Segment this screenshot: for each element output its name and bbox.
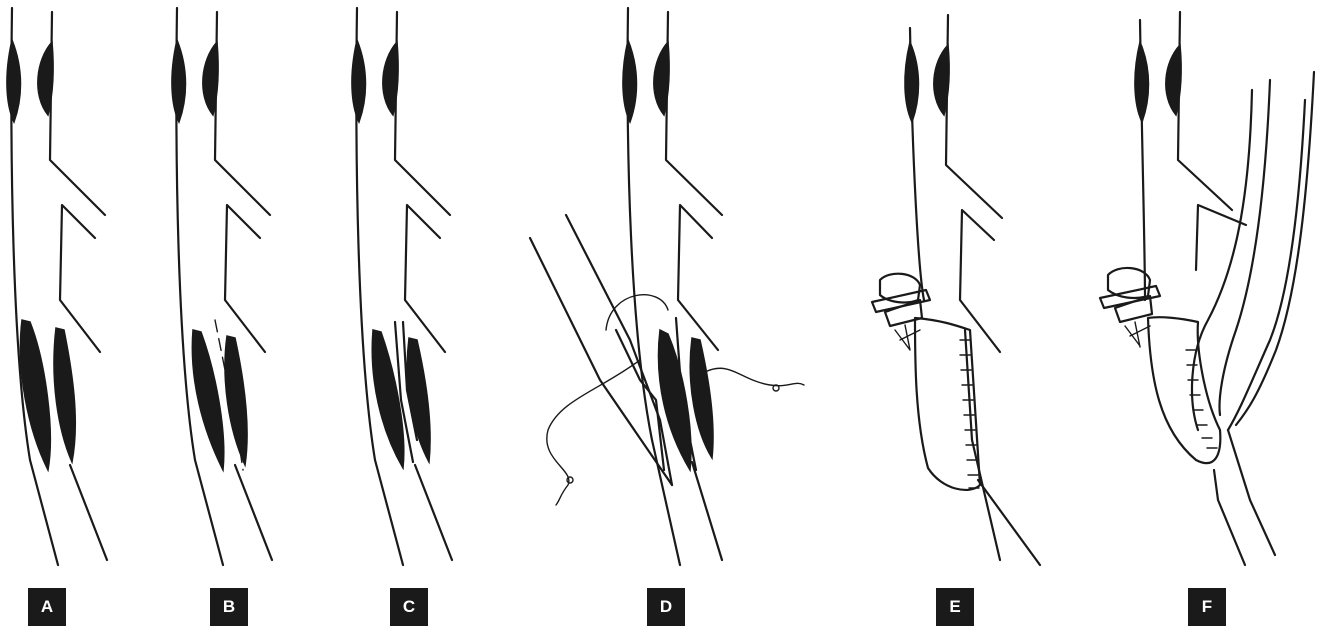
panel-label-e: E bbox=[936, 588, 974, 626]
panel-b-drawing bbox=[172, 8, 272, 565]
panel-d-drawing bbox=[530, 8, 804, 565]
panel-label-c: C bbox=[390, 588, 428, 626]
valve-cusp-left bbox=[7, 40, 21, 122]
valve-cusp-right bbox=[38, 42, 53, 115]
stenotic-plaque-right bbox=[54, 328, 75, 462]
panel-f-drawing bbox=[1100, 12, 1314, 565]
panel-a-drawing bbox=[7, 8, 107, 565]
stenotic-plaque-left bbox=[20, 320, 50, 470]
panel-label-b: B bbox=[210, 588, 248, 626]
panel-label-a: A bbox=[28, 588, 66, 626]
panel-label-d: D bbox=[647, 588, 685, 626]
vein-patch-f bbox=[1148, 317, 1220, 463]
panel-e-drawing bbox=[872, 15, 1040, 565]
vein-graft bbox=[530, 238, 672, 485]
panel-c-drawing bbox=[352, 8, 452, 565]
suture-thread bbox=[547, 295, 668, 505]
panel-label-f: F bbox=[1188, 588, 1226, 626]
